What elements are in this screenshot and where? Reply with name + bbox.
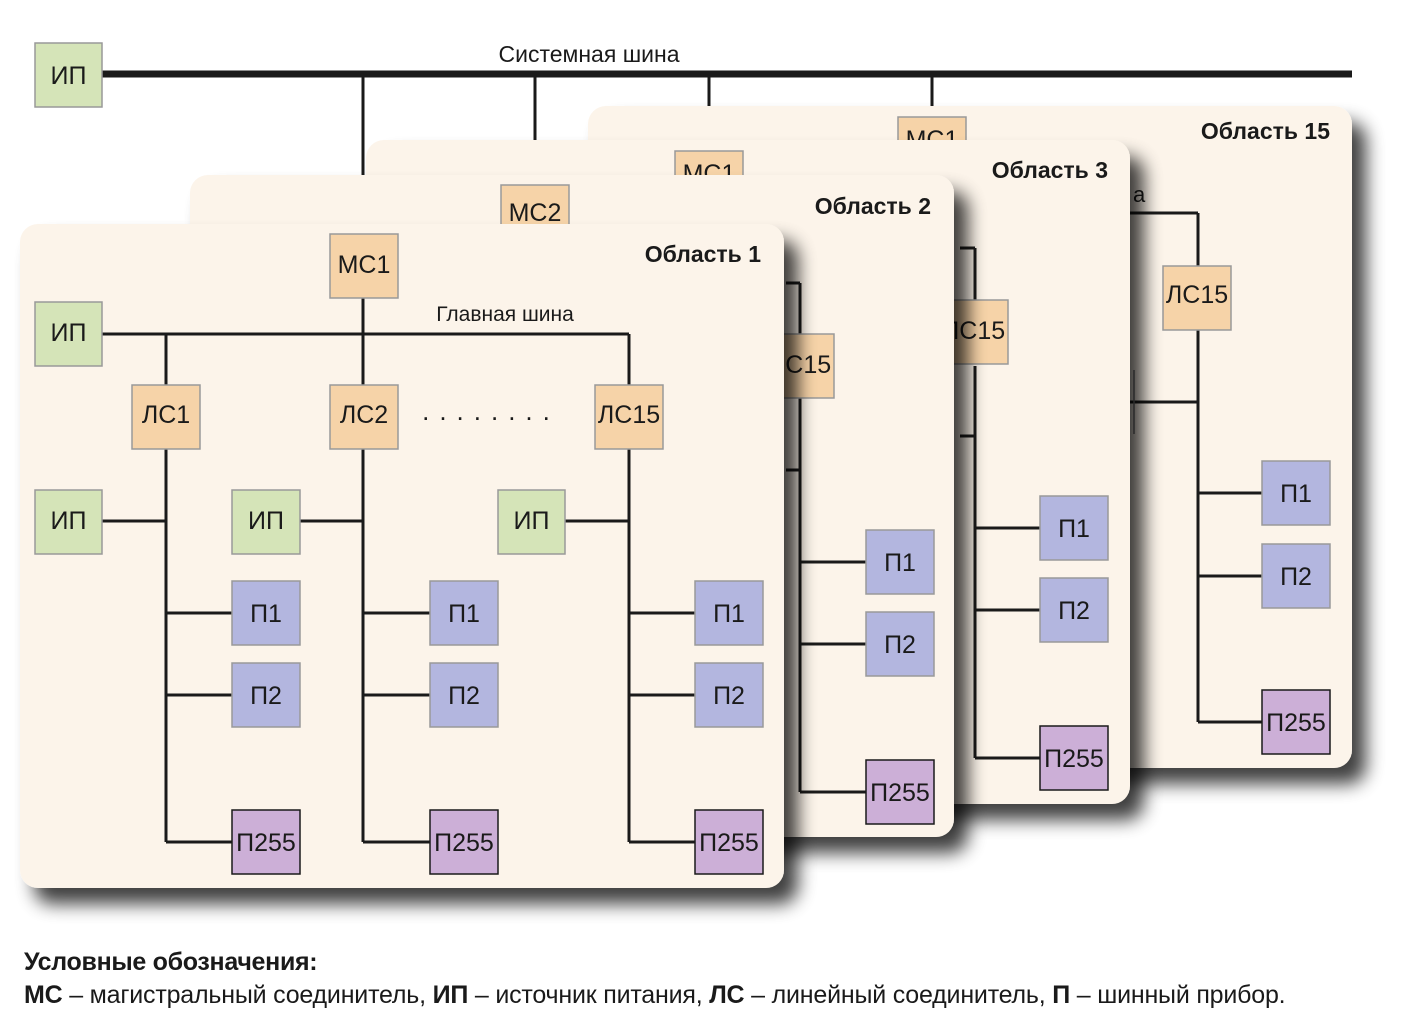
ellipsis-dots: ........: [422, 396, 560, 426]
area-1-power-supply: ИП: [34, 301, 103, 367]
svg-text:МС1: МС1: [338, 251, 391, 279]
svg-text:ЛС1: ЛС1: [142, 401, 190, 429]
area-2-device-p2: П2: [865, 611, 935, 677]
legend-abbr-lc: ЛС: [709, 981, 745, 1009]
line-15-device-p255: П255: [694, 809, 764, 875]
legend-text-ip: – источник питания,: [468, 981, 710, 1009]
legend-abbr-ip: ИП: [432, 981, 469, 1009]
line-connector-1: ЛС1: [131, 384, 201, 450]
legend-title: Условные обозначения:: [24, 948, 318, 976]
svg-text:П255: П255: [1044, 745, 1104, 773]
line-2-device-p2: П2: [429, 662, 499, 728]
system-bus-label: Системная шина: [499, 41, 680, 67]
svg-text:П1: П1: [1058, 515, 1090, 543]
line-1-device-p255: П255: [231, 809, 301, 875]
area-3-title: Область 3: [992, 157, 1108, 183]
svg-text:ЛС2: ЛС2: [340, 401, 388, 429]
line-1-device-p2: П2: [231, 662, 301, 728]
legend: Условные обозначения: МС – магистральный…: [24, 948, 1394, 1010]
svg-text:П2: П2: [250, 682, 282, 710]
svg-text:ИП: ИП: [248, 507, 284, 535]
svg-text:ИП: ИП: [51, 507, 87, 535]
svg-text:П1: П1: [884, 549, 916, 577]
area-15-device-p2: П2: [1261, 543, 1331, 609]
line-2-device-p255: П255: [429, 809, 499, 875]
svg-text:П1: П1: [713, 600, 745, 628]
line-connector-2: ЛС2: [329, 384, 399, 450]
main-bus-label: Главная шина: [436, 303, 574, 326]
area-2-device-p255: П255: [865, 759, 935, 825]
line-1-device-p1: П1: [231, 580, 301, 646]
area-15-title: Область 15: [1201, 118, 1330, 144]
svg-text:ЛС15: ЛС15: [598, 401, 660, 429]
legend-definitions: МС – магистральный соединитель, ИП – ист…: [24, 981, 1394, 1010]
legend-text-mc: – магистральный соединитель,: [62, 981, 433, 1009]
legend-abbr-p: П: [1052, 981, 1071, 1009]
svg-text:П2: П2: [1058, 597, 1090, 625]
svg-text:П2: П2: [1280, 563, 1312, 591]
area-1-main-connector: МС1: [329, 233, 399, 299]
line-1-power-supply: ИП: [34, 489, 103, 555]
line-15-power-supply: ИП: [497, 489, 566, 555]
legend-abbr-mc: МС: [24, 981, 63, 1009]
line-2-power-supply: ИП: [231, 489, 301, 555]
area-15-device-p255: П255: [1261, 689, 1331, 755]
line-15-device-p1: П1: [694, 580, 764, 646]
svg-text:ИП: ИП: [514, 507, 550, 535]
svg-text:П1: П1: [1280, 480, 1312, 508]
svg-text:П2: П2: [884, 631, 916, 659]
system-power-supply: ИП: [34, 42, 103, 108]
svg-text:П255: П255: [870, 779, 930, 807]
svg-text:П1: П1: [250, 600, 282, 628]
line-connector-15: ЛС15: [594, 384, 664, 450]
svg-text:П2: П2: [448, 682, 480, 710]
area-15-line-connector: ЛС15: [1162, 265, 1232, 331]
svg-text:ИП: ИП: [51, 319, 87, 347]
svg-text:ИП: ИП: [51, 62, 87, 90]
line-15-device-p2: П2: [694, 662, 764, 728]
svg-text:ЛС15: ЛС15: [1166, 281, 1228, 309]
area-1-panel: Область 1 Главная шина МС1 ИП ЛС1: [20, 224, 784, 888]
area-15-device-p1: П1: [1261, 460, 1331, 526]
line-2-device-p1: П1: [429, 580, 499, 646]
area-2-title: Область 2: [815, 193, 931, 219]
svg-text:П255: П255: [699, 829, 759, 857]
area-3-device-p2: П2: [1039, 577, 1109, 643]
svg-text:П255: П255: [1266, 709, 1326, 737]
area-3-device-p255: П255: [1039, 725, 1109, 791]
svg-text:П255: П255: [434, 829, 494, 857]
area-1-title: Область 1: [645, 241, 762, 267]
area-3-device-p1: П1: [1039, 495, 1109, 561]
svg-text:П1: П1: [448, 600, 480, 628]
area-15-partial-label: а: [1133, 182, 1146, 207]
svg-text:МС2: МС2: [509, 199, 562, 227]
area-2-device-p1: П1: [865, 529, 935, 595]
legend-text-p: – шинный прибор.: [1070, 981, 1286, 1009]
svg-text:П2: П2: [713, 682, 745, 710]
knx-topology-diagram: Системная шина ИП МС1 а ЛС15 П1 П2 П255 …: [20, 41, 1352, 888]
legend-text-lc: – линейный соединитель,: [744, 981, 1053, 1009]
svg-text:П255: П255: [236, 829, 296, 857]
